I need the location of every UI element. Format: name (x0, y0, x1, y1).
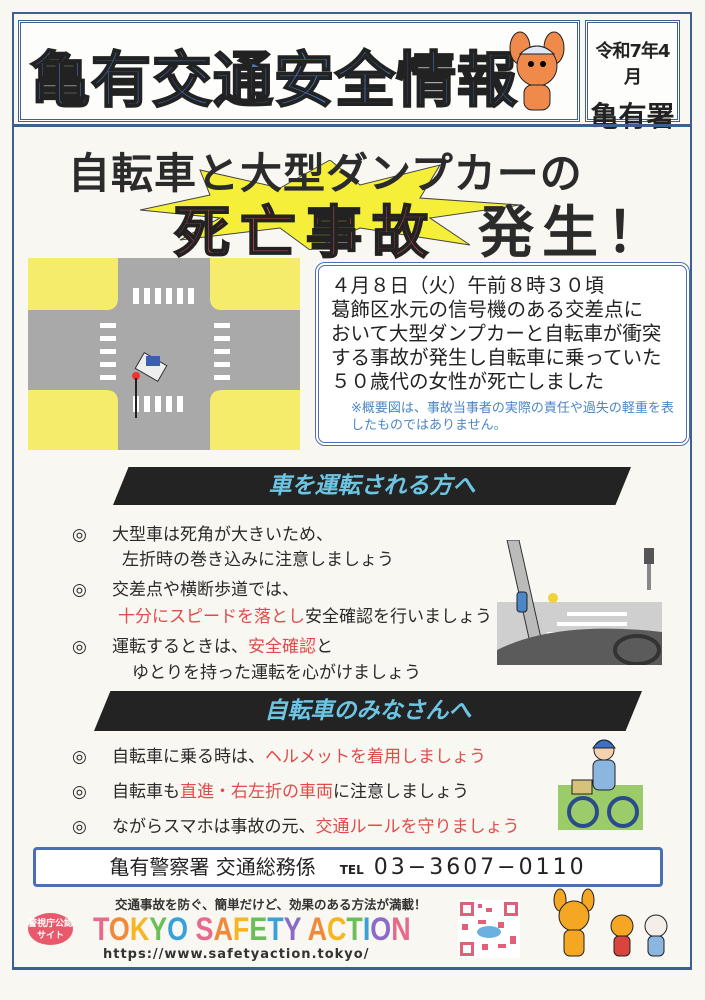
logo-letter: A (213, 911, 233, 947)
driver-tip-2: ◎ 交差点や横断歩道では、 (72, 575, 299, 600)
page-frame (12, 12, 692, 970)
contact-box: 亀有警察署 交通総務係 TEL 03−3607−0110 (33, 847, 663, 887)
driver-view-illustration (497, 540, 662, 665)
cyclist-tip-3: ◎ ながらスマホは事故の元、交通ルールを守りましょう (72, 812, 520, 837)
tip-text: 運転するときは、 (112, 637, 248, 657)
double-circle-icon: ◎ (72, 817, 87, 837)
cyclist-with-helmet-illustration (558, 739, 643, 830)
site-url-link[interactable]: https://www.safetyaction.tokyo/ (103, 947, 370, 962)
tel-label: TEL (339, 863, 364, 877)
driver-tip-2-cont: 十分にスピードを落とし安全確認を行いましょう (118, 602, 492, 627)
logo-letter: O (370, 911, 392, 947)
logo-letter: T (93, 911, 109, 947)
intersection-diagram (28, 258, 300, 450)
official-site-badge: 警視庁公認サイト (28, 913, 73, 945)
double-circle-icon: ◎ (72, 580, 87, 600)
double-circle-icon: ◎ (72, 747, 87, 767)
tip-text: ながらスマホは事故の元、 (112, 817, 316, 837)
driver-tip-3-cont: ゆとりを持った運転を心がけましょう (132, 663, 421, 683)
drivers-heading: 車を運転される方へ (268, 473, 476, 499)
logo-letter: E (249, 911, 268, 947)
driver-tip-1-cont: 左折時の巻き込みに注意しましょう (122, 550, 394, 570)
incident-line: 葛飾区水元の信号機のある交差点に (331, 298, 644, 321)
tip-text: 安全確認を行いましょう (305, 607, 492, 627)
tip-emphasis: 交通ルールを守りましょう (315, 817, 520, 837)
tip-emphasis: 安全確認 (248, 637, 316, 657)
logo-letter: O (108, 911, 130, 947)
footer-tagline: 交通事故を防ぐ、簡単だけど、効果のある方法が満載！ (115, 897, 427, 912)
logo-letter: N (391, 911, 411, 947)
cyclists-banner: 自転車のみなさんへ (94, 691, 642, 731)
qr-code-icon[interactable] (458, 900, 520, 958)
headline-suffix: 発生！ (478, 201, 670, 266)
disclaimer-note: ※概要図は、事故当事者の実際の責任や過失の軽重を表したものではありません。 (351, 401, 674, 433)
double-circle-icon: ◎ (72, 782, 87, 802)
logo-letter: F (232, 911, 250, 947)
contact-org: 亀有警察署 交通総務係 (109, 855, 316, 879)
tip-text: 交差点や横断歩道では、 (112, 580, 299, 600)
tip-text: と (316, 637, 333, 657)
headline-emphasis: 死亡事故 (173, 200, 438, 267)
date-station-box: 令和7年4月 亀有署 (585, 20, 680, 133)
tip-emphasis: ヘルメットを着用しましょう (265, 747, 486, 767)
logo-letter: A (307, 911, 327, 947)
station-name: 亀有署 (590, 100, 675, 133)
driver-tip-3: ◎ 運転するときは、安全確認と (72, 632, 333, 657)
incident-line: ５０歳代の女性が死亡しました (331, 370, 605, 393)
explosion-burst-icon (140, 160, 520, 250)
cyclists-heading: 自転車のみなさんへ (264, 698, 472, 724)
logo-letter: T (346, 911, 363, 947)
cyclist-tip-1: ◎ 自転車に乗る時は、ヘルメットを着用しましょう (72, 742, 486, 767)
page-title: 亀有交通安全情報 (29, 45, 518, 117)
pipo-mascot-icon (509, 31, 565, 111)
incident-line: おいて大型ダンプカーと自転車が衝突 (331, 322, 662, 345)
logo-letter: T (267, 911, 284, 947)
logo-letter: Y (149, 911, 168, 947)
tip-text: 大型車は死角が大きいため、 (112, 525, 333, 545)
logo-letter: I (362, 911, 371, 947)
tokyo-safety-action-logo[interactable]: TOKYO SAFETY ACTION (93, 911, 411, 948)
logo-letter (188, 911, 195, 947)
incident-line: する事故が発生し自転車に乗っていた (331, 346, 662, 369)
headline-line1: 自転車と大型ダンプカーの (68, 149, 583, 198)
drivers-banner: 車を運転される方へ (113, 467, 631, 505)
tel-value: 03−3607−0110 (373, 855, 587, 880)
double-circle-icon: ◎ (72, 637, 87, 657)
divider (12, 124, 692, 127)
tip-emphasis: 十分にスピードを落とし (118, 607, 305, 627)
pipo-family-mascots-icon (553, 888, 668, 957)
incident-summary-box: ４月８日（火）午前８時３０頃 葛飾区水元の信号機のある交差点に おいて大型ダンプ… (315, 262, 690, 446)
header-box (18, 20, 580, 122)
logo-letter: O (167, 911, 189, 947)
tip-text: に注意しましょう (333, 782, 469, 802)
double-circle-icon: ◎ (72, 525, 87, 545)
logo-letter: K (129, 911, 150, 947)
tip-text: 自転車も (112, 782, 180, 802)
driver-tip-1: ◎ 大型車は死角が大きいため、 (72, 520, 333, 545)
phone-number[interactable]: TEL 03−3607−0110 (340, 855, 587, 880)
issue-date: 令和7年4月 (595, 41, 670, 88)
tip-emphasis: 直進・右左折の車両 (180, 782, 333, 802)
logo-letter: Y (283, 911, 302, 947)
cyclist-tip-2: ◎ 自転車も直進・右左折の車両に注意しましょう (72, 777, 469, 802)
incident-line: ４月８日（火）午前８時３０頃 (331, 274, 605, 297)
tip-text: 自転車に乗る時は、 (112, 747, 265, 767)
logo-letter: S (195, 911, 214, 947)
logo-letter: C (326, 911, 347, 947)
